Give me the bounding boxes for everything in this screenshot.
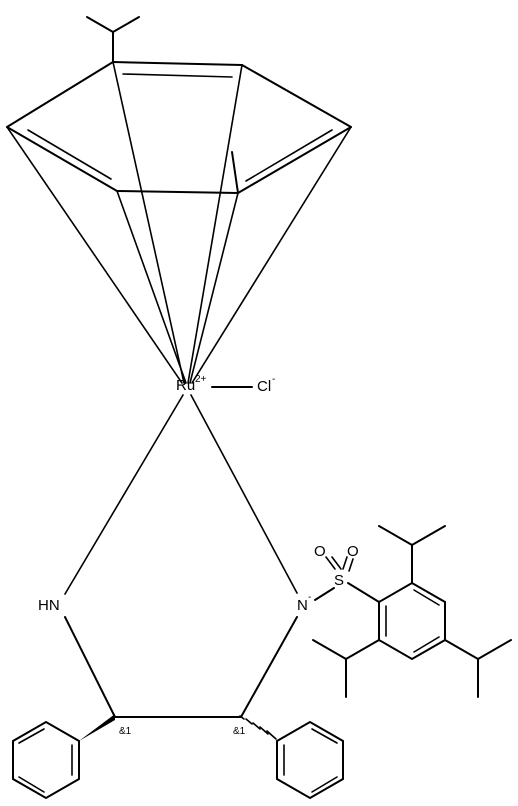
amine-groups: HN N - [38, 592, 311, 614]
s-label: S [334, 572, 344, 589]
stereo-label-2: &1 [233, 726, 246, 737]
ru-n-bonds [64, 394, 298, 595]
phenyl-left [12, 720, 80, 800]
stereo-label-1: &1 [119, 726, 132, 737]
cl-label: Cl [257, 378, 271, 395]
n-charge: - [308, 592, 311, 603]
nh-label: HN [38, 597, 60, 614]
aryl-ring [378, 581, 446, 661]
ru-charge: 2+ [195, 374, 207, 385]
phenyl-right [276, 720, 344, 800]
aryl-isopropyl-left [312, 639, 380, 698]
diamine-backbone: &1 &1 [64, 616, 298, 741]
ru-label: Ru [176, 377, 195, 394]
ruthenium-center: Ru 2+ Cl - [176, 374, 275, 395]
sulfonyl-group: S O O [314, 543, 380, 603]
aryl-isopropyl-top [378, 525, 446, 584]
cymene-ring [6, 61, 352, 194]
wedge-bond-left [79, 714, 115, 741]
n-label: N [297, 597, 308, 614]
hash-bond-right [239, 715, 277, 740]
eta6-bonds [6, 61, 352, 384]
cymene-isopropyl [86, 16, 140, 63]
o-label-1: O [314, 543, 326, 560]
aryl-isopropyl-para [444, 639, 512, 698]
cl-charge: - [272, 374, 275, 385]
o-label-2: O [347, 543, 359, 560]
